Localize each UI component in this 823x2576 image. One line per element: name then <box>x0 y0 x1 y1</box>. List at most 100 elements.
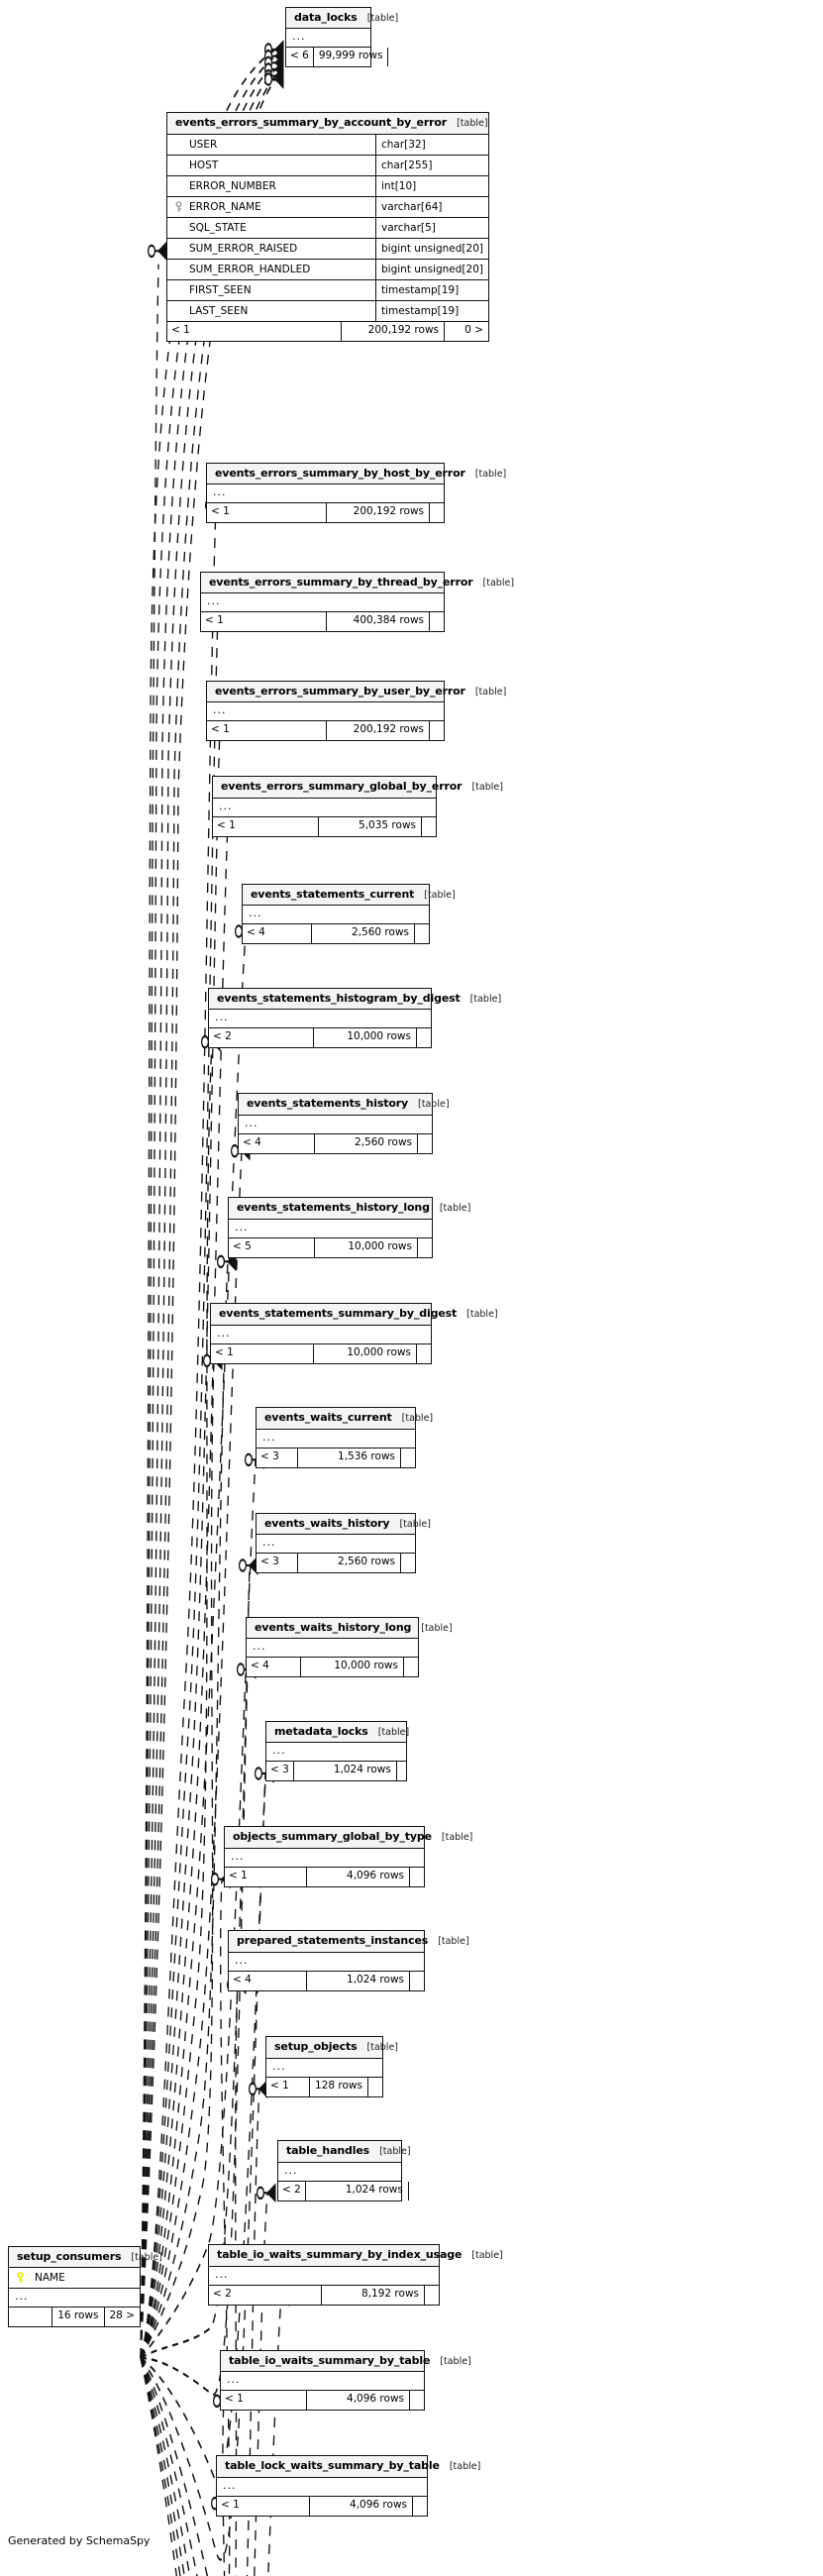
parent-count: < 1 <box>225 1867 307 1886</box>
table-footer: 16 rows 28 > <box>9 2308 140 2327</box>
table-name: data_locks <box>294 10 358 24</box>
table-tag: [table] <box>439 1203 471 1215</box>
column-row-primary-key[interactable]: NAME <box>9 2268 140 2290</box>
table-node-events-errors-summary-global-by-error[interactable]: events_errors_summary_global_by_error [t… <box>212 776 503 837</box>
row-count: 10,000 rows <box>314 1028 417 1048</box>
table-name: events_statements_current <box>251 887 415 901</box>
table-footer: < 1 200,192 rows <box>207 503 444 523</box>
table-node-table-lock-waits-summary-by-table[interactable]: table_lock_waits_summary_by_table [table… <box>216 2455 480 2517</box>
column-row[interactable]: LAST_SEEN timestamp[19] <box>167 300 488 322</box>
child-count <box>418 1134 432 1153</box>
row-count: 4,096 rows <box>307 2391 410 2411</box>
column-row[interactable]: HOST char[255] <box>167 155 488 176</box>
table-header: table_lock_waits_summary_by_table [table… <box>217 2456 480 2478</box>
table-node-events-errors-summary-by-thread-by-error[interactable]: events_errors_summary_by_thread_by_error… <box>200 571 514 633</box>
table-node-events-statements-summary-by-digest[interactable]: events_statements_summary_by_digest [tab… <box>210 1303 498 1364</box>
columns-ellipsis: ... <box>266 1743 406 1763</box>
table-name: prepared_statements_instances <box>237 1934 429 1948</box>
parent-count: < 1 <box>211 1343 314 1363</box>
columns-ellipsis: ... <box>221 2372 424 2392</box>
primary-key-icon <box>17 2272 24 2284</box>
table-tag: [table] <box>401 1413 434 1424</box>
table-tag: [table] <box>469 993 502 1005</box>
parent-count: < 1 <box>217 2496 310 2516</box>
table-node-events-errors-summary-by-host-by-error[interactable]: events_errors_summary_by_host_by_error [… <box>206 462 506 524</box>
column-row[interactable]: SQL_STATE varchar[5] <box>167 217 488 239</box>
row-count: 99,999 rows <box>314 48 389 67</box>
table-tag: [table] <box>366 2042 398 2053</box>
parent-count: < 6 <box>286 48 314 67</box>
column-type: timestamp[19] <box>375 300 488 321</box>
table-node-events-errors-summary-by-account-by-error[interactable]: events_errors_summary_by_account_by_erro… <box>166 112 489 342</box>
row-count: 4,096 rows <box>307 1867 410 1886</box>
column-type: varchar[64] <box>375 196 488 217</box>
table-footer: < 1 400,384 rows <box>201 612 444 632</box>
row-count: 1,024 rows <box>307 1971 410 1990</box>
table-name: objects_summary_global_by_type <box>233 1830 432 1844</box>
table-node-events-waits-history[interactable]: events_waits_history [table] ... < 3 2,5… <box>256 1512 431 1574</box>
table-tag: [table] <box>131 2251 162 2263</box>
columns-ellipsis: ... <box>209 1010 431 1029</box>
table-node-objects-summary-global-by-type[interactable]: objects_summary_global_by_type [table] .… <box>224 1826 472 1887</box>
table-node-data-locks[interactable]: data_locks [table] ... < 6 99,999 rows <box>285 6 398 68</box>
table-tag: [table] <box>466 1309 498 1320</box>
table-footer: < 1 200,192 rows <box>207 721 444 741</box>
parent-count: < 2 <box>209 1028 314 1048</box>
columns-ellipsis: ... <box>229 1220 432 1238</box>
table-tag: [table] <box>474 468 507 480</box>
table-tag: [table] <box>377 1726 410 1738</box>
table-node-events-statements-history[interactable]: events_statements_history [table] ... < … <box>238 1093 450 1154</box>
parent-count: < 4 <box>243 924 312 944</box>
table-header: events_waits_history [table] <box>257 1513 431 1536</box>
parent-count: < 1 <box>207 503 327 523</box>
table-node-metadata-locks[interactable]: metadata_locks [table] ... < 3 1,024 row… <box>265 1720 410 1782</box>
table-node-events-statements-histogram-by-digest[interactable]: events_statements_histogram_by_digest [t… <box>208 987 501 1049</box>
parent-count: < 4 <box>239 1133 315 1153</box>
table-node-events-waits-history-long[interactable]: events_waits_history_long [table] ... < … <box>246 1616 453 1678</box>
column-row[interactable]: USER char[32] <box>167 134 488 156</box>
columns-ellipsis: ... <box>201 593 444 613</box>
table-header: metadata_locks [table] <box>266 1721 410 1744</box>
column-row-primary-key[interactable]: ERROR_NAME varchar[64] <box>167 196 488 218</box>
child-count <box>430 612 444 631</box>
table-node-table-io-waits-summary-by-table[interactable]: table_io_waits_summary_by_table [table] … <box>220 2349 471 2412</box>
table-node-events-statements-history-long[interactable]: events_statements_history_long [table] .… <box>228 1197 470 1258</box>
child-count <box>368 2078 382 2096</box>
table-node-setup-consumers[interactable]: setup_consumers [table] NAME ... 16 rows… <box>8 2245 162 2328</box>
row-count: 10,000 rows <box>315 1237 418 1257</box>
columns-ellipsis: ... <box>229 1953 424 1972</box>
table-node-setup-objects[interactable]: setup_objects [table] ... < 1 128 rows <box>265 2036 398 2097</box>
column-type: int[10] <box>375 175 488 196</box>
child-count <box>401 1554 415 1572</box>
child-count <box>410 2391 424 2410</box>
table-node-events-statements-current[interactable]: events_statements_current [table] ... < … <box>242 883 456 945</box>
column-row[interactable]: ERROR_NUMBER int[10] <box>167 175 488 197</box>
table-tag: [table] <box>471 782 503 794</box>
table-footer: < 2 10,000 rows <box>209 1028 431 1048</box>
table-node-events-waits-current[interactable]: events_waits_current [table] ... < 3 1,5… <box>256 1407 433 1468</box>
table-node-table-handles[interactable]: table_handles [table] ... < 2 1,024 rows <box>277 2140 411 2201</box>
table-footer: < 5 10,000 rows <box>229 1237 432 1257</box>
table-tag: [table] <box>418 1099 450 1111</box>
table-header: table_handles [table] <box>278 2141 411 2163</box>
table-tag: [table] <box>440 2355 471 2367</box>
crowsfoot-markers <box>147 40 291 2514</box>
table-footer: < 2 8,192 rows <box>209 2285 439 2305</box>
table-name: events_waits_current <box>264 1411 392 1424</box>
table-name: events_errors_summary_by_host_by_error <box>215 466 465 480</box>
child-count <box>422 817 436 836</box>
table-node-table-io-waits-summary-by-index-usage[interactable]: table_io_waits_summary_by_index_usage [t… <box>208 2244 503 2306</box>
row-count: 200,192 rows <box>327 503 430 523</box>
table-name: events_waits_history_long <box>255 1620 412 1634</box>
column-name: HOST <box>189 159 219 171</box>
column-row[interactable]: SUM_ERROR_HANDLED bigint unsigned[20] <box>167 259 488 280</box>
row-count: 200,192 rows <box>327 721 430 741</box>
columns-ellipsis: ... <box>209 2267 439 2286</box>
column-row[interactable]: FIRST_SEEN timestamp[19] <box>167 279 488 301</box>
columns-ellipsis: ... <box>243 906 429 925</box>
table-node-prepared-statements-instances[interactable]: prepared_statements_instances [table] ..… <box>228 1930 469 1991</box>
table-node-events-errors-summary-by-user-by-error[interactable]: events_errors_summary_by_user_by_error [… <box>206 680 506 742</box>
table-tag: [table] <box>366 12 399 24</box>
column-row[interactable]: SUM_ERROR_RAISED bigint unsigned[20] <box>167 238 488 260</box>
